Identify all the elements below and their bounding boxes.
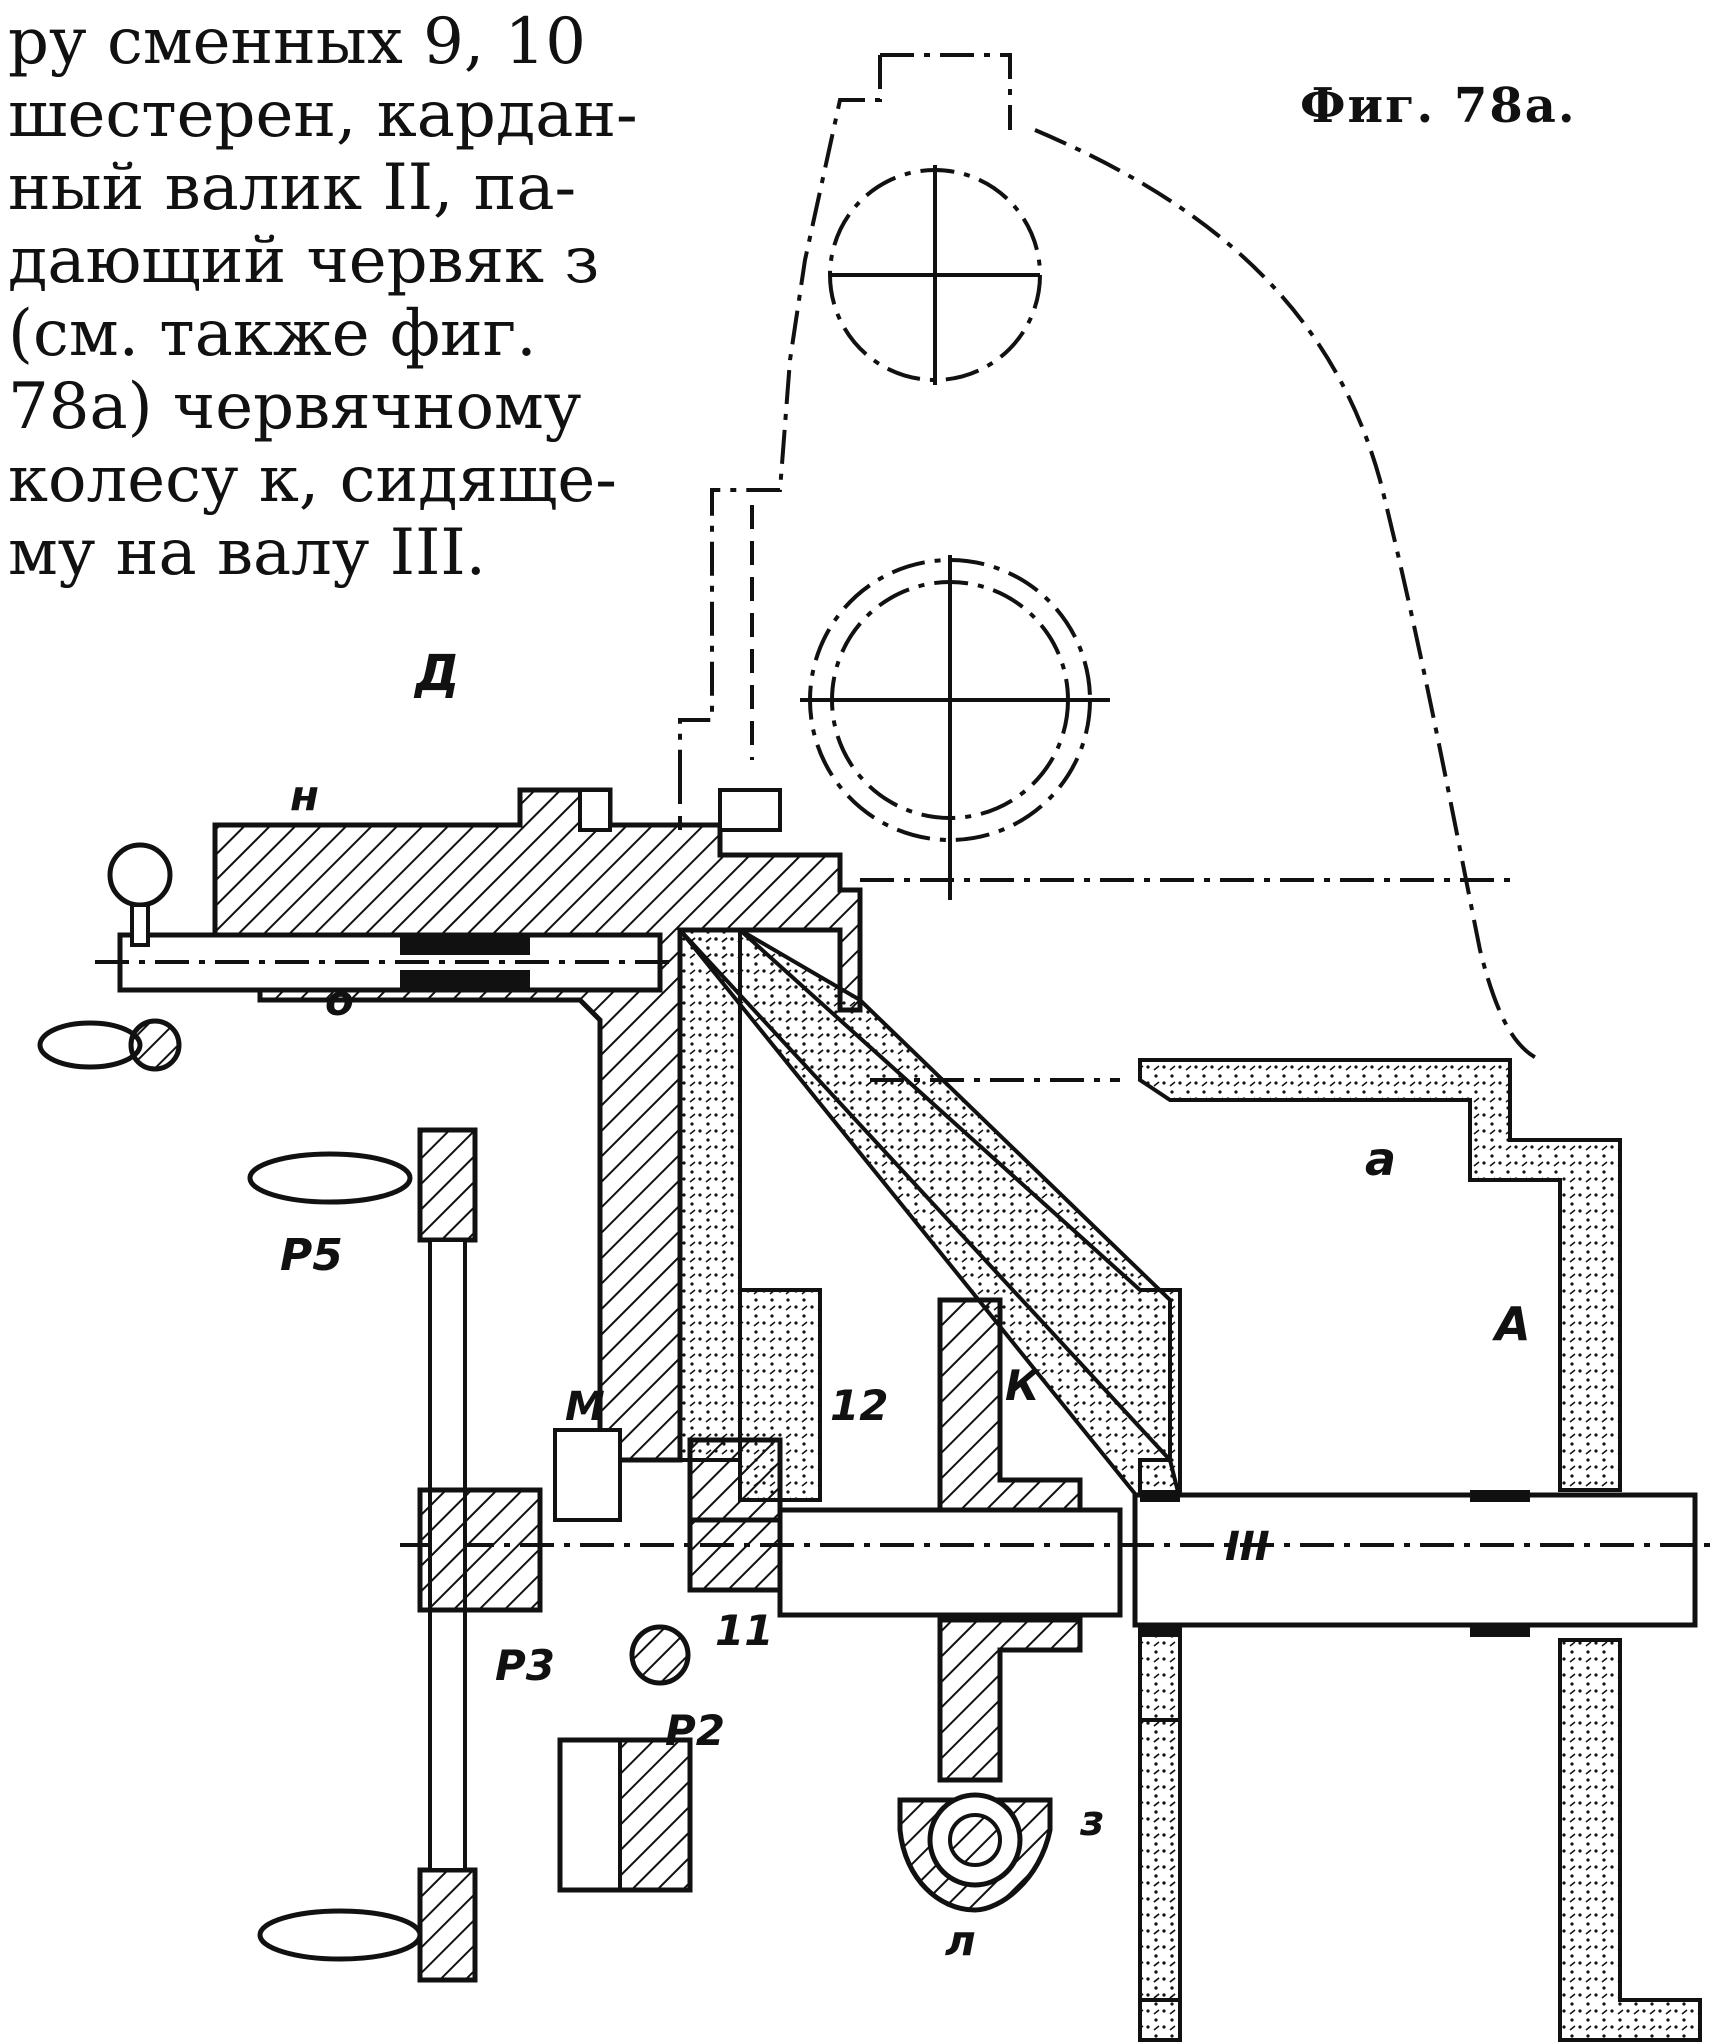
label-iii: III xyxy=(1225,1524,1270,1570)
label-12: 12 xyxy=(830,1381,888,1430)
worm-wheel xyxy=(937,1297,1083,1783)
text-line: шестерен, кардан- xyxy=(8,78,638,152)
shaft-iii xyxy=(400,1490,1710,1637)
label-d: Д xyxy=(413,644,460,702)
label-k: К xyxy=(1005,1361,1042,1410)
label-l: л xyxy=(945,1916,976,1965)
upper-bore xyxy=(828,165,1042,385)
worm xyxy=(897,1792,1053,1913)
housing-outline xyxy=(678,53,1541,1082)
label-a-big: А xyxy=(1492,1297,1531,1351)
gear-cluster xyxy=(553,1428,783,1893)
text-line: колесу к, сидяще- xyxy=(8,443,617,517)
lower-bore xyxy=(800,555,1110,900)
text-line: ный валик II, па- xyxy=(8,151,577,225)
screw-o xyxy=(95,932,680,993)
figure-caption: Фиг. 78а. xyxy=(1300,78,1577,134)
text-line: ру сменных 9, 10 xyxy=(8,5,586,79)
body-text: ру сменных 9, 10 шестерен, кардан- ный в… xyxy=(8,6,648,590)
text-line: дающий червяк з xyxy=(8,224,600,298)
label-p5: P5 xyxy=(280,1230,343,1281)
text-line: (см. также фиг. xyxy=(8,297,537,371)
label-o: о xyxy=(325,976,354,1025)
label-p3: P3 xyxy=(495,1641,555,1690)
label-11: 11 xyxy=(715,1606,773,1655)
label-n: н xyxy=(290,771,319,820)
label-m: М xyxy=(565,1384,605,1430)
handwheel xyxy=(247,1127,543,1983)
label-a-small: а xyxy=(1365,1132,1396,1186)
text-line: му на валу III. xyxy=(8,516,486,590)
bed-casting xyxy=(675,928,1702,2042)
knob-assembly xyxy=(37,842,182,1072)
label-p2: P2 xyxy=(665,1706,725,1755)
text-line: 78а) червячному xyxy=(8,370,582,444)
label-z: з xyxy=(1079,1796,1104,1845)
